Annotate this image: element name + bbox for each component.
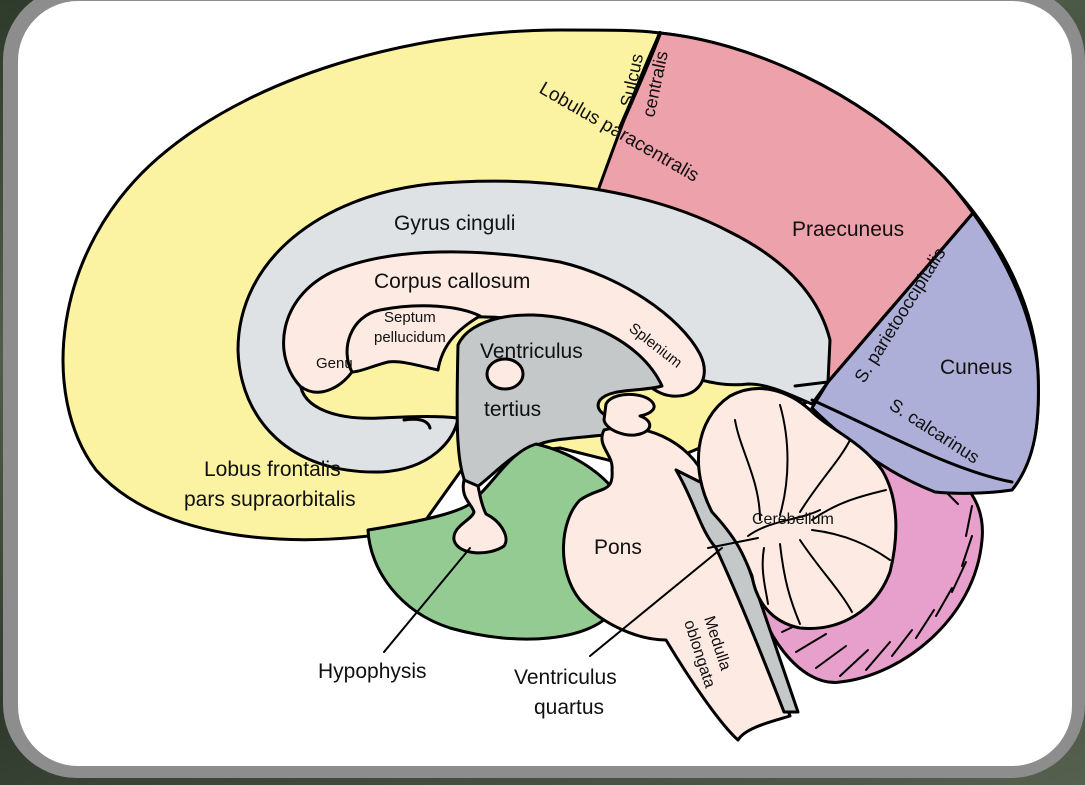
pons-label: Pons (594, 536, 642, 559)
svg-text:tertius: tertius (484, 398, 541, 421)
tectum-region (604, 394, 654, 435)
cerebellum-label: Cerebellum (752, 511, 834, 528)
hypophysis-label: Hypophysis (318, 660, 427, 683)
svg-text:Ventriculus: Ventriculus (480, 340, 583, 363)
massa-intermedia (487, 359, 523, 389)
svg-text:Septum: Septum (384, 309, 436, 326)
svg-text:Lobus frontalis: Lobus frontalis (204, 458, 341, 481)
cuneus-label: Cuneus (940, 356, 1012, 379)
praecuneus-label: Praecuneus (792, 218, 904, 241)
genu-label: Genu (316, 355, 353, 372)
gyrus-cinguli-label: Gyrus cinguli (394, 212, 515, 235)
svg-text:pellucidum: pellucidum (374, 329, 446, 346)
diagram-panel: Sulcus centralis Lobulus paracentralis G… (18, 1, 1072, 766)
svg-text:Ventriculus: Ventriculus (514, 666, 617, 689)
brain-sagittal-diagram: Sulcus centralis Lobulus paracentralis G… (18, 1, 1072, 766)
ventriculus-quartus-label: Ventriculus quartus (514, 666, 617, 719)
corpus-callosum-label: Corpus callosum (374, 270, 530, 293)
svg-text:pars supraorbitalis: pars supraorbitalis (184, 488, 356, 511)
svg-text:quartus: quartus (534, 696, 604, 719)
